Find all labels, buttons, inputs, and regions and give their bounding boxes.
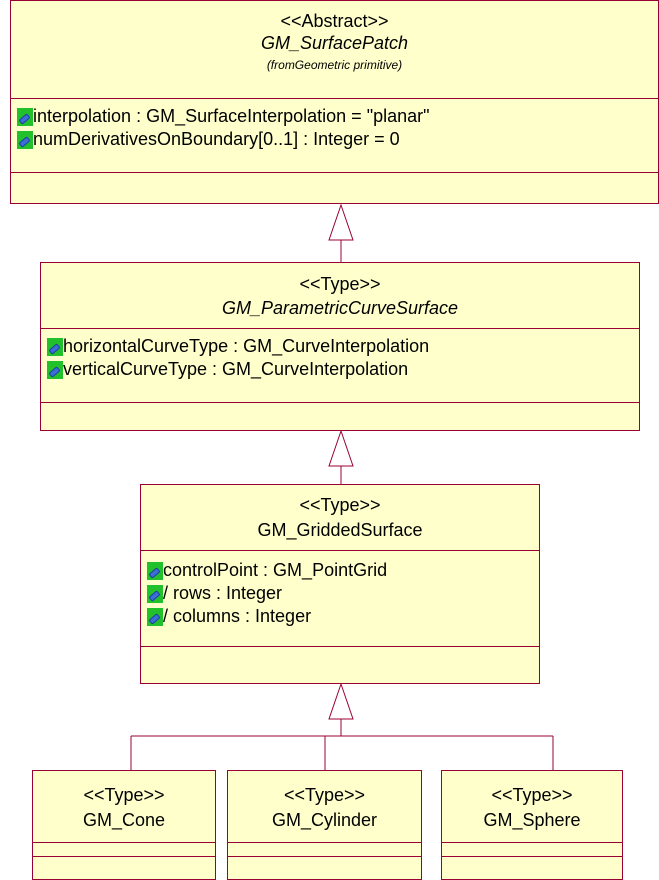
attribute-text: controlPoint : GM_PointGrid [163, 560, 388, 580]
attribute-icon [147, 584, 163, 603]
class-gm-cylinder[interactable]: <<Type>> GM_Cylinder [227, 770, 422, 880]
stereotype: <<Type>> [299, 495, 381, 515]
class-header: <<Type>> GM_Cone [33, 771, 215, 843]
attribute-row[interactable]: verticalCurveType : GM_CurveInterpolatio… [47, 358, 639, 381]
class-name: GM_SurfacePatch [260, 33, 409, 53]
class-header: <<Type>> GM_GriddedSurface [141, 485, 539, 551]
attribute-icon [147, 607, 163, 626]
generalization-arrowhead [328, 203, 354, 241]
attribute-compartment: horizontalCurveType : GM_CurveInterpolat… [41, 329, 639, 403]
class-header: <<Type>> GM_Cylinder [228, 771, 421, 843]
generalization-arrowhead [328, 429, 354, 467]
attribute-row[interactable]: / columns : Integer [147, 605, 539, 628]
attribute-text: / columns : Integer [163, 606, 312, 626]
class-name: GM_Sphere [483, 810, 581, 830]
class-gm-sphere[interactable]: <<Type>> GM_Sphere [441, 770, 623, 880]
class-header: <<Type>> GM_Sphere [442, 771, 622, 843]
class-name: GM_ParametricCurveSurface [221, 298, 459, 318]
attribute-row[interactable]: interpolation : GM_SurfaceInterpolation … [17, 105, 658, 128]
class-name: GM_Cylinder [271, 810, 378, 830]
attribute-row[interactable]: numDerivativesOnBoundary[0..1] : Integer… [17, 128, 658, 151]
attribute-text: interpolation : GM_SurfaceInterpolation … [33, 106, 430, 126]
attribute-compartment [442, 843, 622, 857]
generalization-arrowhead [328, 682, 354, 720]
attribute-text: verticalCurveType : GM_CurveInterpolatio… [63, 359, 409, 379]
attribute-compartment [228, 843, 421, 857]
attribute-row[interactable]: horizontalCurveType : GM_CurveInterpolat… [47, 335, 639, 358]
class-gm-cone[interactable]: <<Type>> GM_Cone [32, 770, 216, 880]
attribute-row[interactable]: / rows : Integer [147, 582, 539, 605]
attribute-compartment: controlPoint : GM_PointGrid / rows : Int… [141, 551, 539, 647]
attribute-row[interactable]: controlPoint : GM_PointGrid [147, 559, 539, 582]
attribute-icon [17, 107, 33, 126]
stereotype: <<Type>> [83, 785, 165, 805]
class-name: GM_Cone [82, 810, 166, 830]
attribute-icon [47, 360, 63, 379]
stereotype: <<Type>> [491, 785, 573, 805]
class-header: <<Abstract>> GM_SurfacePatch (fromGeomet… [11, 1, 658, 99]
stereotype: <<Type>> [283, 785, 366, 805]
attribute-icon [17, 130, 33, 149]
stereotype: <<Type>> [299, 274, 381, 294]
attribute-icon [147, 561, 163, 580]
class-gm-surfacepatch[interactable]: <<Abstract>> GM_SurfacePatch (fromGeomet… [10, 0, 659, 204]
attribute-compartment [33, 843, 215, 857]
attribute-text: numDerivativesOnBoundary[0..1] : Integer… [33, 129, 400, 149]
class-header: <<Type>> GM_ParametricCurveSurface [41, 263, 639, 329]
attribute-icon [47, 337, 63, 356]
stereotype: <<Abstract>> [280, 11, 389, 31]
class-gm-griddedsurface[interactable]: <<Type>> GM_GriddedSurface controlPoint … [140, 484, 540, 684]
attribute-text: / rows : Integer [163, 583, 283, 603]
package-origin: (fromGeometric primitive) [266, 58, 403, 72]
class-gm-parametriccurvesurface[interactable]: <<Type>> GM_ParametricCurveSurface horiz… [40, 262, 640, 431]
attribute-text: horizontalCurveType : GM_CurveInterpolat… [63, 336, 430, 356]
attribute-compartment: interpolation : GM_SurfaceInterpolation … [11, 99, 658, 173]
class-name: GM_GriddedSurface [257, 520, 423, 540]
